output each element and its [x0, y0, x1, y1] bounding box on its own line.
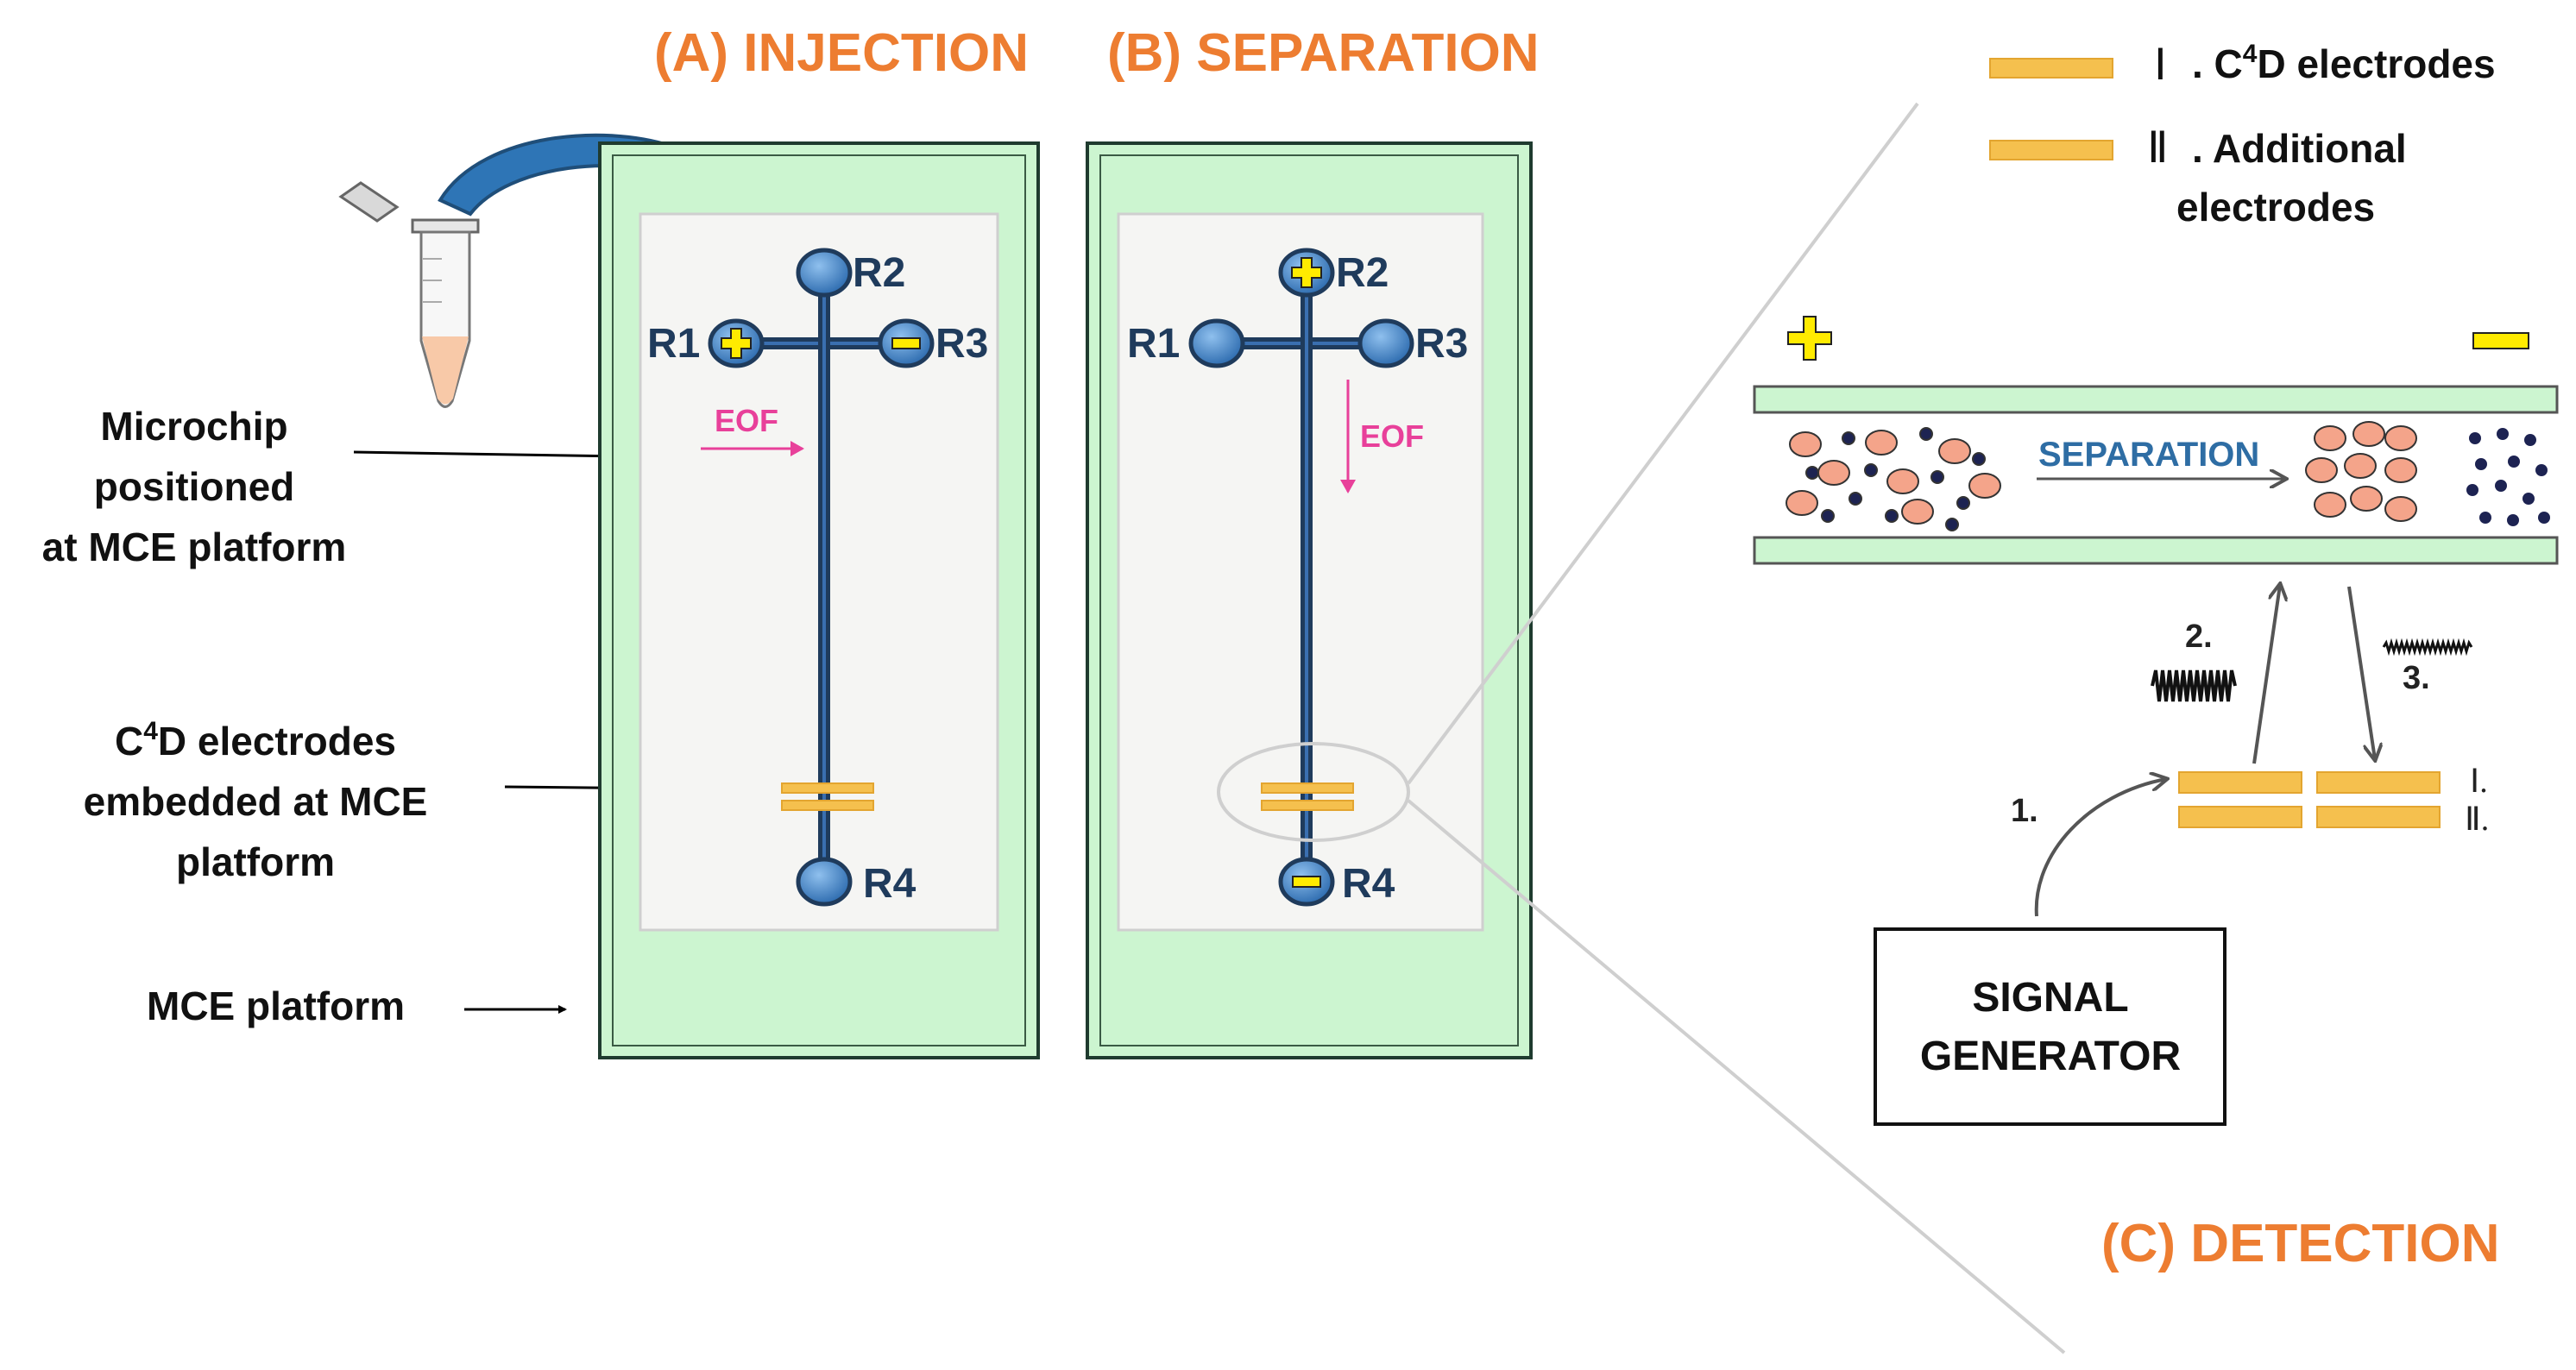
legend-text-additional-1: . Additional [2192, 126, 2407, 171]
step3-arrow [2347, 586, 2375, 759]
step2-arrow [2252, 585, 2280, 764]
reservoir-r1-b [1188, 318, 1245, 368]
label-r3-a: R3 [935, 321, 988, 367]
channel-wall-top [1753, 385, 2559, 414]
analyte-large-zone [2305, 421, 2417, 522]
minus-sign-icon [891, 337, 921, 349]
panel-separation: R2 R1 R3 R4 EOF [1086, 141, 1533, 1059]
legend-numeral-1: Ⅰ [2154, 41, 2167, 89]
legend-swatch-c4d [1989, 58, 2113, 79]
legend-numeral-2: Ⅱ [2147, 123, 2169, 172]
sample-tube-icon [338, 181, 480, 408]
plus-sign-icon [1291, 257, 1322, 288]
plus-sign-icon [721, 328, 752, 359]
label-r2-b: R2 [1336, 250, 1389, 296]
title-separation: (B) SEPARATION [1107, 23, 1540, 83]
title-detection: (C) DETECTION [2101, 1214, 2500, 1273]
reservoir-r3-b [1357, 318, 1414, 368]
svg-text:embedded at MCE: embedded at MCE [84, 779, 428, 824]
label-r3-b: R3 [1415, 321, 1468, 367]
step1-arrow [2034, 779, 2166, 917]
step2-label: 2. [2185, 619, 2213, 655]
label-microchip: Microchip positioned at MCE platform [42, 404, 347, 569]
detection-zone-ellipse [1217, 742, 1410, 842]
svg-text:Microchip: Microchip [100, 404, 287, 449]
analyte-mixture [1786, 427, 2001, 531]
analyte-small-zone [2466, 428, 2550, 526]
svg-text:platform: platform [176, 839, 335, 884]
svg-text:at MCE platform: at MCE platform [42, 525, 347, 569]
legend-swatch-additional [1989, 140, 2113, 160]
label-mce-platform: MCE platform [147, 984, 405, 1028]
c4d-electrode-a2 [781, 800, 874, 811]
panel-detection: SEPARATION [1753, 316, 2559, 1126]
minus-sign-icon [1292, 876, 1321, 888]
label-c4d-electrodes: C4D electrodes embedded at MCE platform [84, 717, 428, 884]
electrode-label-i: Ⅰ. [2470, 764, 2488, 800]
legend-text-additional-2: electrodes [2176, 185, 2375, 229]
step1-label: 1. [2011, 793, 2038, 829]
label-r4-a: R4 [863, 861, 916, 907]
label-r1-a: R1 [647, 321, 700, 367]
svg-text:positioned: positioned [94, 464, 295, 509]
signal-generator-label-2: GENERATOR [1920, 1034, 2181, 1079]
legend: Ⅰ . C4D electrodes Ⅱ . Additional electr… [1989, 40, 2496, 229]
electrode-label-ii: Ⅱ. [2465, 801, 2489, 838]
signal-generator-box [1874, 927, 2226, 1126]
eof-label-b: EOF [1360, 418, 1424, 454]
separation-label: SEPARATION [2038, 436, 2259, 474]
panel-injection: R2 R1 R3 R4 EOF [598, 141, 1040, 1059]
zoom-line-bottom [1407, 799, 2066, 1354]
label-r1-b: R1 [1127, 321, 1180, 367]
title-injection: (A) INJECTION [654, 23, 1029, 83]
c4d-electrode-b2 [1261, 800, 1354, 811]
step3-label: 3. [2403, 660, 2430, 696]
eof-label-a: EOF [715, 403, 778, 438]
c4d-electrode-b1 [1261, 782, 1354, 794]
label-r2-a: R2 [853, 250, 905, 296]
reservoir-r4-a [796, 857, 853, 907]
signal-generator-label-1: SIGNAL [1972, 975, 2128, 1021]
zoom-line-top [1407, 102, 1919, 785]
label-r4-b: R4 [1342, 861, 1395, 907]
reservoir-r2-a [796, 248, 853, 298]
wave-signal-icon [2151, 669, 2237, 702]
electrode-ii-left [2178, 806, 2302, 828]
c4d-electrode-a1 [781, 782, 874, 794]
wave-signal-icon [2382, 638, 2473, 657]
electrode-i-right [2316, 771, 2441, 794]
minus-sign-icon [2472, 332, 2529, 349]
svg-text:C4D electrodes: C4D electrodes [115, 717, 396, 764]
channel-wall-bottom [1753, 536, 2559, 565]
legend-text-c4d: . C4D electrodes [2192, 40, 2496, 86]
plus-sign-icon [1787, 316, 1832, 361]
electrode-i-left [2178, 771, 2302, 794]
electrode-ii-right [2316, 806, 2441, 828]
